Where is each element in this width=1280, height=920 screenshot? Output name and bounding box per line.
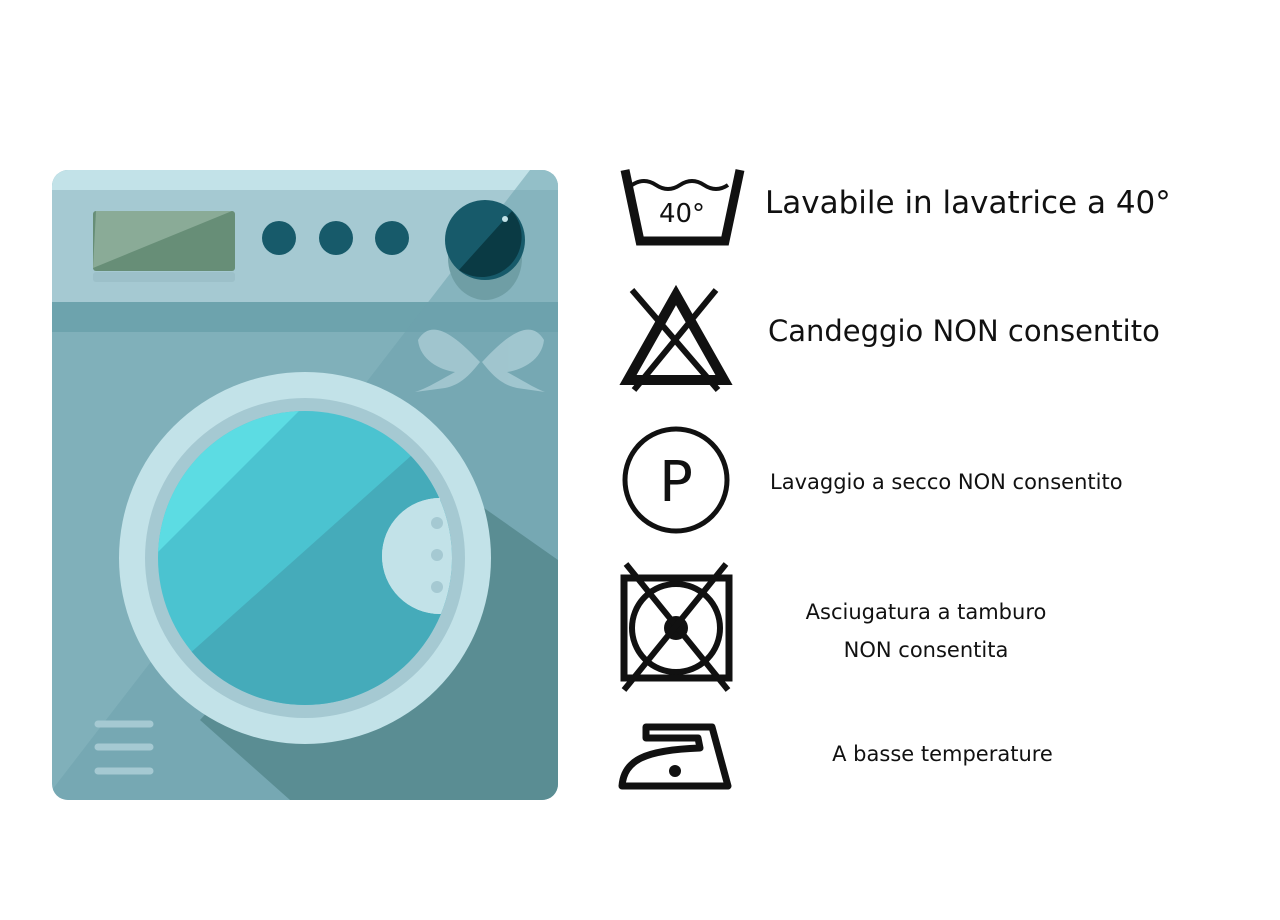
button-3[interactable] [375, 221, 409, 255]
button-1[interactable] [262, 221, 296, 255]
care-label-iron-low: A basse temperature [832, 742, 1053, 766]
washing-machine-icon [52, 170, 558, 800]
svg-text:P: P [659, 450, 693, 515]
no-bleach-icon [619, 284, 733, 392]
care-label-no-dry-clean: Lavaggio a secco NON consentito [770, 470, 1123, 494]
display-panel [93, 211, 235, 282]
button-2[interactable] [319, 221, 353, 255]
dial-knob[interactable] [445, 200, 525, 300]
no-tumble-dry-icon [620, 562, 733, 692]
door[interactable] [119, 372, 498, 744]
vent-lines [94, 720, 154, 775]
care-label-no-tumble-dry: Asciugatura a tamburo NON consentita [740, 593, 1112, 669]
iron-low-icon [618, 723, 732, 790]
care-label-line-2: NON consentita [843, 638, 1009, 662]
doves-logo [415, 329, 545, 392]
wash-40-icon: 40° [620, 169, 745, 246]
dry-clean-p-icon: P [622, 426, 730, 534]
care-label-no-bleach: Candeggio NON consentito [768, 314, 1160, 348]
svg-text:40°: 40° [659, 199, 705, 229]
care-label-line-1: Asciugatura a tamburo [805, 600, 1047, 624]
care-label-wash-40: Lavabile in lavatrice a 40° [765, 185, 1171, 221]
